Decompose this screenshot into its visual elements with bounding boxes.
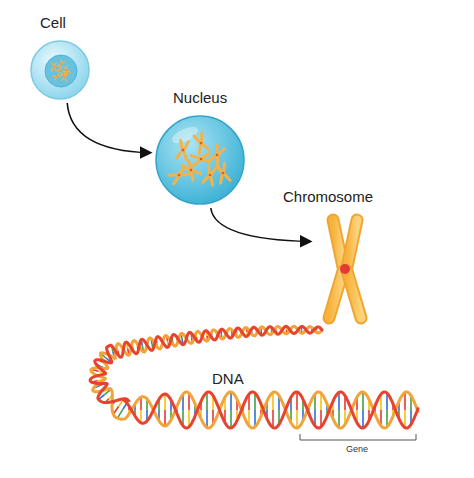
dna-helix <box>90 326 418 428</box>
nucleus-shape <box>155 115 245 205</box>
arrow-connector <box>67 103 150 153</box>
gene-bracket <box>300 434 416 440</box>
chromosome-shape <box>315 214 375 324</box>
cell-shape <box>30 40 90 100</box>
node-label: DNA <box>212 370 244 388</box>
node-label: Cell <box>40 14 66 32</box>
chromosome-node: Chromosome <box>315 214 375 324</box>
gene-label: Gene <box>346 444 368 455</box>
arrow-connector <box>211 208 310 242</box>
node-label: Nucleus <box>173 89 227 107</box>
node-label: Chromosome <box>283 188 373 206</box>
dna-region: DNA <box>80 325 425 435</box>
cell-node: Cell <box>30 40 90 100</box>
nucleus-node: Nucleus <box>155 115 245 205</box>
